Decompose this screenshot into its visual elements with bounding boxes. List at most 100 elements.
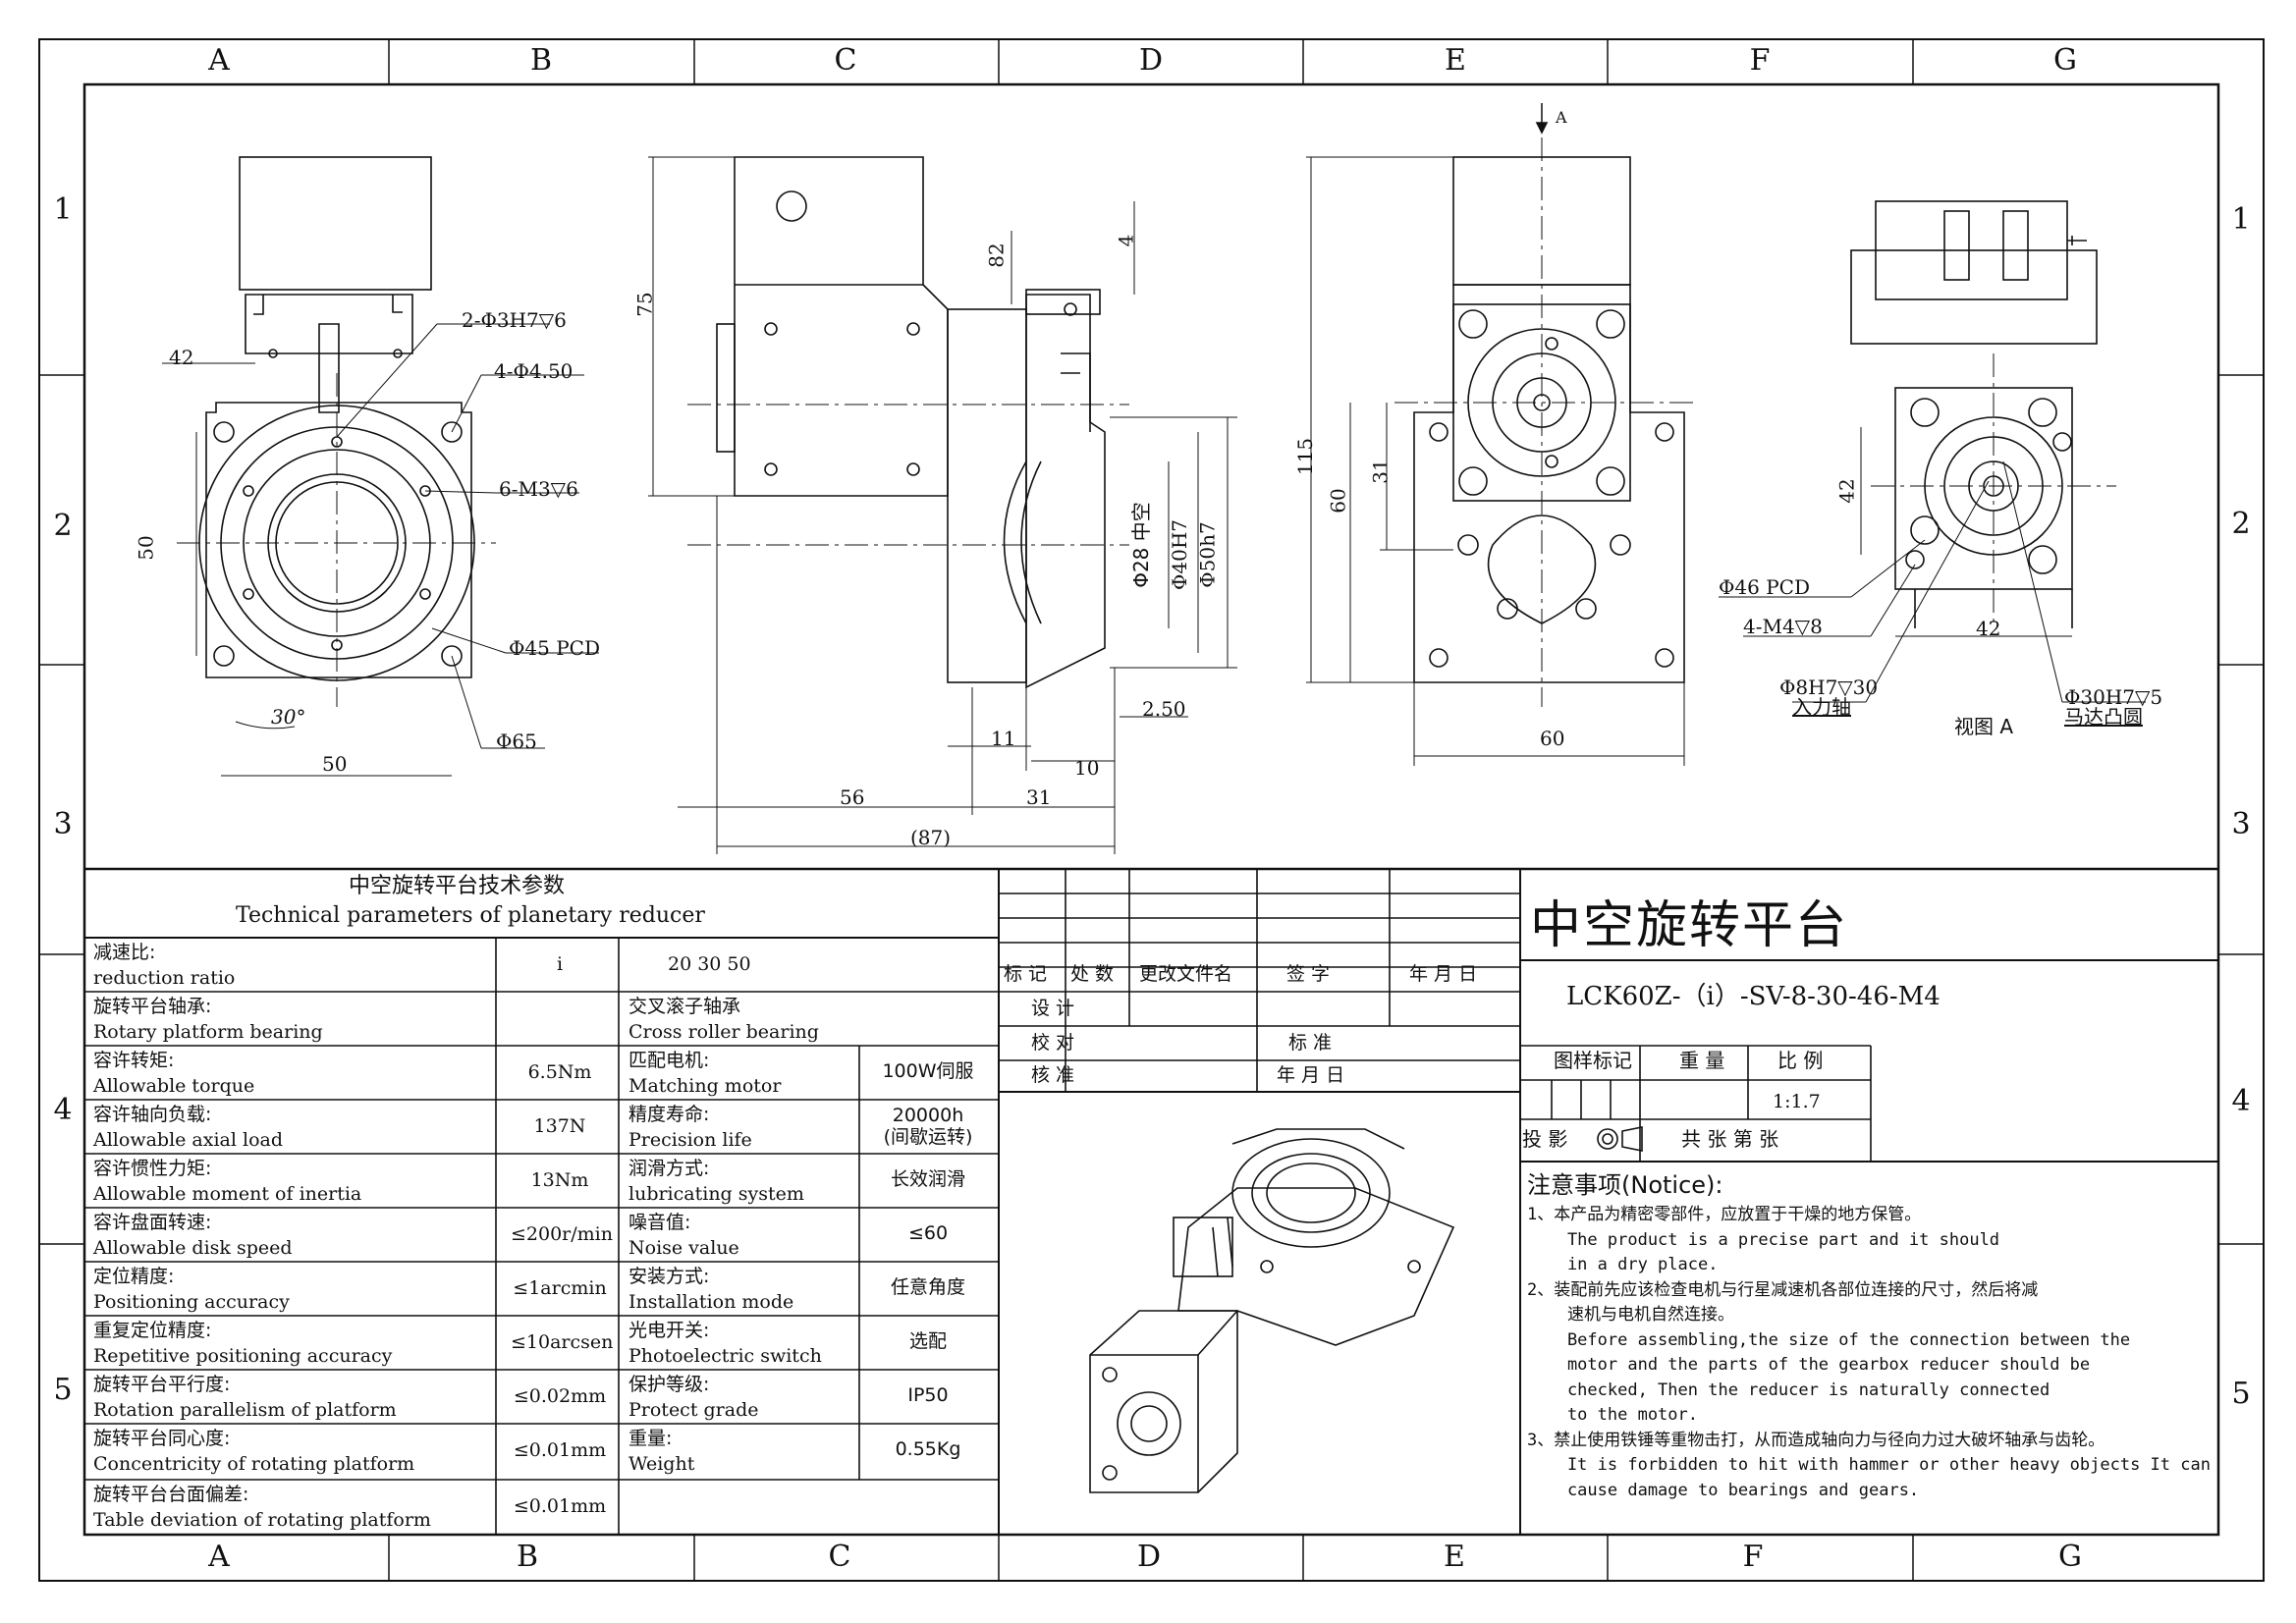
param-value2: 长效润滑 (890, 1168, 965, 1190)
dim-87: (87) (910, 826, 952, 849)
param-value: 6.5Nm (527, 1061, 592, 1083)
param-label-en: Allowable axial load (93, 1129, 283, 1151)
param-value2: 20000h (间歇运转) (883, 1105, 973, 1148)
notice-line: 速机与电机自然连接。 (1527, 1305, 1734, 1325)
zone-left-1: 1 (53, 192, 73, 227)
param-label-cn: 减速比: (93, 942, 156, 963)
tables-grid (84, 867, 2218, 1535)
zone-top-c: C (834, 43, 857, 78)
dim-holes-m3: 6-M3▽6 (499, 477, 578, 501)
param-label2-cn: 润滑方式: (629, 1158, 710, 1179)
dim-31-side: 31 (1026, 785, 1052, 809)
rev-count: 处 数 (1070, 963, 1115, 985)
param-label-cn: 容许轴向负载: (93, 1104, 212, 1125)
rev-mark: 标 记 (1004, 963, 1048, 985)
dim-65: Φ65 (496, 730, 537, 753)
param-value: 137N (533, 1115, 586, 1137)
notice-body: 1、本产品为精密零部件，应放置于干燥的地方保管。 The product is … (1527, 1203, 2211, 1503)
param-label2-en: Weight (629, 1453, 695, 1475)
rev-check: 校 对 (1031, 1032, 1075, 1054)
notice-line: 3、禁止使用铁锤等重物击打，从而造成轴向力与径向力过大破坏轴承与齿轮。 (1527, 1430, 2105, 1450)
zone-left-5: 5 (53, 1373, 73, 1407)
zone-right-3: 3 (2231, 807, 2251, 841)
dim-m4: 4-M4▽8 (1743, 615, 1823, 638)
param-value: ≤10arcsen (511, 1331, 614, 1353)
param-value2: ≤60 (907, 1222, 949, 1244)
zone-bottom-f: F (1742, 1540, 1764, 1574)
param-label2-en: lubricating system (629, 1183, 804, 1205)
param-label-cn: 容许盘面转速: (93, 1212, 212, 1233)
dim-8h7: Φ8H7▽30 (1779, 676, 1879, 699)
param-label-en: Allowable torque (93, 1075, 255, 1097)
param-label-cn: 定位精度: (93, 1266, 175, 1287)
side-view (648, 156, 1237, 854)
front-view (162, 156, 599, 777)
param-label2-cn: 安装方式: (629, 1266, 710, 1287)
dim-11: 11 (991, 727, 1016, 750)
param-label-en: Concentricity of rotating platform (93, 1453, 415, 1475)
param-label2-cn: 精度寿命: (629, 1104, 710, 1125)
notice-line: 1、本产品为精密零部件，应放置于干燥的地方保管。 (1527, 1205, 1922, 1224)
zone-bottom-b: B (516, 1540, 539, 1574)
dim-pcd45: Φ45 PCD (509, 636, 600, 660)
zone-right-4: 4 (2231, 1084, 2251, 1118)
scale-label: 比 例 (1777, 1049, 1824, 1072)
rev-approve: 核 准 (1031, 1064, 1075, 1086)
view-a (1719, 200, 2146, 703)
label-input-shaft: 入力轴 (1792, 695, 1851, 719)
zone-bottom-a: A (208, 1540, 230, 1574)
param-label-cn: 重复定位精度: (93, 1320, 212, 1341)
rev-sign: 签 字 (1286, 963, 1331, 985)
zone-left-3: 3 (53, 807, 73, 841)
param-value2: 任意角度 (890, 1276, 965, 1298)
dim-75: 75 (632, 292, 657, 317)
zone-left-2: 2 (53, 509, 73, 543)
dim-42-viewa-vertical: 42 (1834, 478, 1859, 504)
zone-top-g: G (2053, 43, 2077, 78)
dim-50-horizontal: 50 (322, 752, 348, 776)
param-label-en: reduction ratio (93, 967, 236, 989)
param-label2-en: Cross roller bearing (629, 1021, 819, 1043)
param-label-en: Rotary platform bearing (93, 1021, 323, 1043)
param-value: i (556, 953, 564, 975)
zone-bottom-e: E (1444, 1540, 1465, 1574)
label-motor-boss: 马达凸圆 (2064, 705, 2143, 729)
zone-top-a: A (208, 43, 230, 78)
notice-line: It is forbidden to hit with hammer or ot… (1527, 1455, 2211, 1475)
param-label-en: Allowable disk speed (93, 1237, 293, 1259)
dim-pcd46: Φ46 PCD (1719, 575, 1810, 599)
dim-50h7: Φ50h7 (1195, 521, 1220, 588)
dim-angle-30: 30° (271, 705, 306, 729)
dim-115: 115 (1293, 437, 1318, 476)
param-label-cn: 旋转平台轴承: (93, 996, 212, 1017)
dim-60-vertical: 60 (1326, 488, 1350, 514)
weight-label: 重 量 (1679, 1049, 1725, 1072)
rev-design: 设 计 (1031, 998, 1075, 1019)
zone-top-d: D (1138, 43, 1164, 78)
zone-top-e: E (1445, 43, 1466, 78)
rev-doc: 更改文件名 (1139, 963, 1233, 985)
dim-42-front: 42 (169, 346, 194, 369)
param-value: ≤0.01mm (513, 1495, 607, 1517)
dim-56: 56 (840, 785, 865, 809)
param-label2-en: Protect grade (629, 1399, 759, 1421)
dim-31-vertical: 31 (1368, 459, 1393, 484)
param-value2: 100W伺服 (882, 1060, 974, 1082)
sheets-label: 共 张 第 张 (1681, 1127, 1779, 1151)
notice-line: 2、装配前先应该检查电机与行星减速机各部位连接的尺寸，然后将减 (1527, 1279, 2039, 1300)
param-label2-en: Noise value (629, 1237, 739, 1259)
zone-right-2: 2 (2231, 507, 2251, 541)
param-label2-cn: 噪音值: (629, 1212, 691, 1233)
notice-title: 注意事项(Notice): (1527, 1171, 1723, 1199)
dim-82: 82 (984, 243, 1009, 268)
zone-bottom-g: G (2058, 1540, 2082, 1574)
rear-view (1306, 103, 1699, 766)
dim-30h7: Φ30H7▽5 (2064, 685, 2163, 709)
zone-top-f: F (1749, 43, 1771, 78)
drawing-mark-label: 图样标记 (1554, 1049, 1632, 1072)
param-value2: 选配 (908, 1330, 947, 1352)
param-label2-cn: 重量: (629, 1428, 673, 1449)
param-label-cn: 旋转平台同心度: (93, 1428, 231, 1449)
param-value: ≤0.02mm (513, 1385, 607, 1407)
dim-holes-4-50: 4-Φ4.50 (494, 359, 574, 383)
